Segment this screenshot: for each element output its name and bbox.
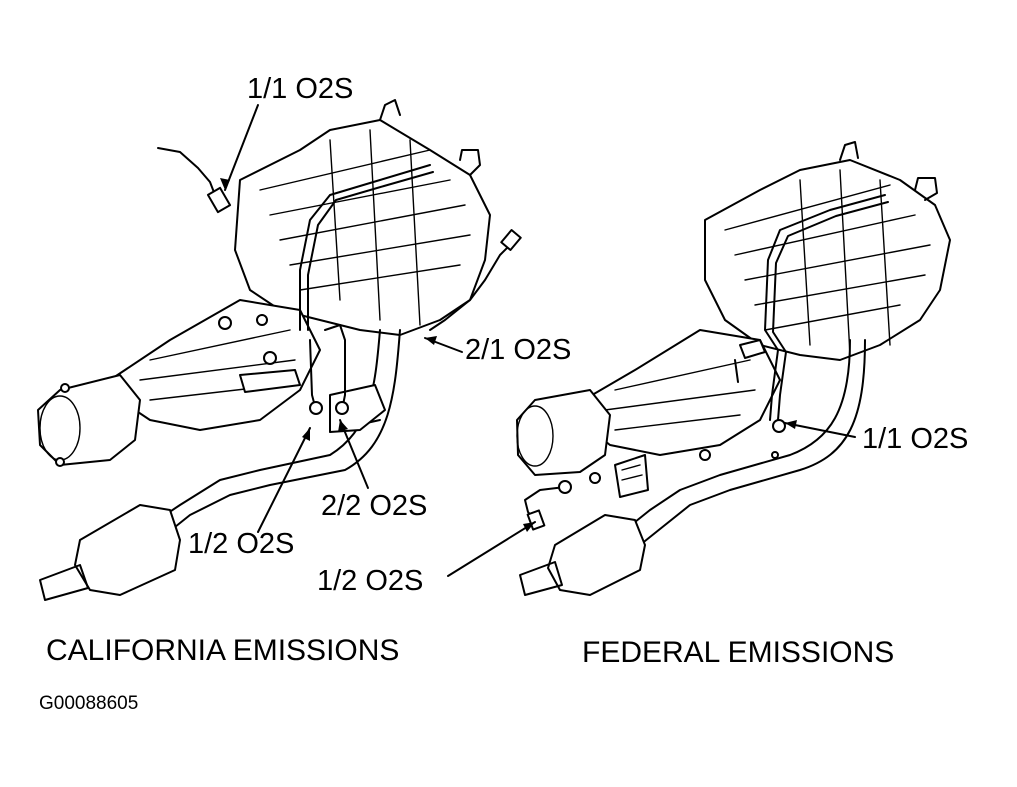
california-1-2-o2s-label: 1/2 O2S <box>188 528 295 560</box>
california-2-1-o2s-label: 2/1 O2S <box>465 334 572 366</box>
federal-emissions-caption: FEDERAL EMISSIONS <box>582 636 895 669</box>
federal-exhaust-downpipe <box>624 339 851 531</box>
california-engine-block <box>234 119 491 336</box>
federal-muffler <box>547 514 646 596</box>
california-emissions-caption: CALIFORNIA EMISSIONS <box>46 634 400 667</box>
federal-harness <box>764 194 886 421</box>
california-transmission <box>109 299 321 431</box>
california-bell-housing <box>37 374 141 466</box>
figure-code: G00088605 <box>39 693 139 714</box>
california-harness-1 <box>299 164 431 331</box>
california-2-2-o2s-label: 2/2 O2S <box>321 490 428 522</box>
california-12-sensor <box>309 401 323 415</box>
california-1-1-o2s-label: 1/1 O2S <box>247 73 354 105</box>
federal-engine-assembly <box>516 141 951 596</box>
california-muffler <box>74 504 181 596</box>
federal-bell-housing <box>516 389 611 476</box>
federal-pointers <box>447 420 856 577</box>
federal-1-1-o2s-label: 1/1 O2S <box>862 423 969 455</box>
california-22-sensor <box>335 401 349 415</box>
california-21-sensor-wire <box>429 239 516 331</box>
federal-bracket <box>614 454 649 498</box>
federal-11-sensor <box>772 419 786 433</box>
california-pointers <box>220 104 463 533</box>
federal-1-2-o2s-label: 1/2 O2S <box>317 565 424 597</box>
california-engine-assembly <box>37 99 522 601</box>
federal-engine-block <box>704 159 951 361</box>
